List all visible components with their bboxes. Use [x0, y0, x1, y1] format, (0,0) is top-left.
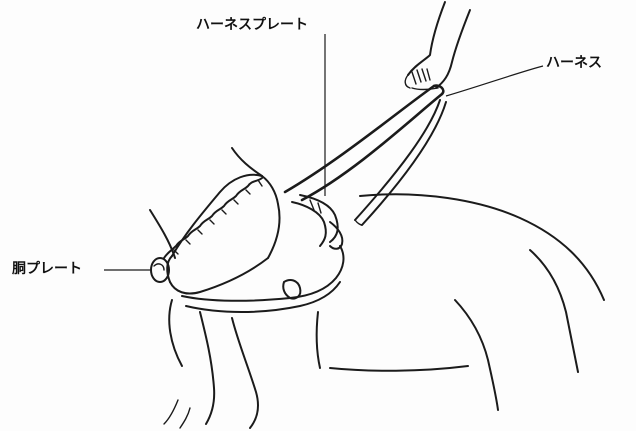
- harness-label: ハーネス: [546, 56, 602, 70]
- leader-lines: [104, 34, 543, 270]
- harness-handle: [285, 86, 446, 225]
- handler-hand: [405, 2, 470, 90]
- harness-plate-label: ハーネスプレート: [196, 18, 308, 32]
- chest-strap: [182, 246, 343, 312]
- neck-plate-label: 胴プレート: [12, 262, 82, 276]
- harness-leader-line: [446, 66, 543, 96]
- harness-plate: [292, 195, 342, 249]
